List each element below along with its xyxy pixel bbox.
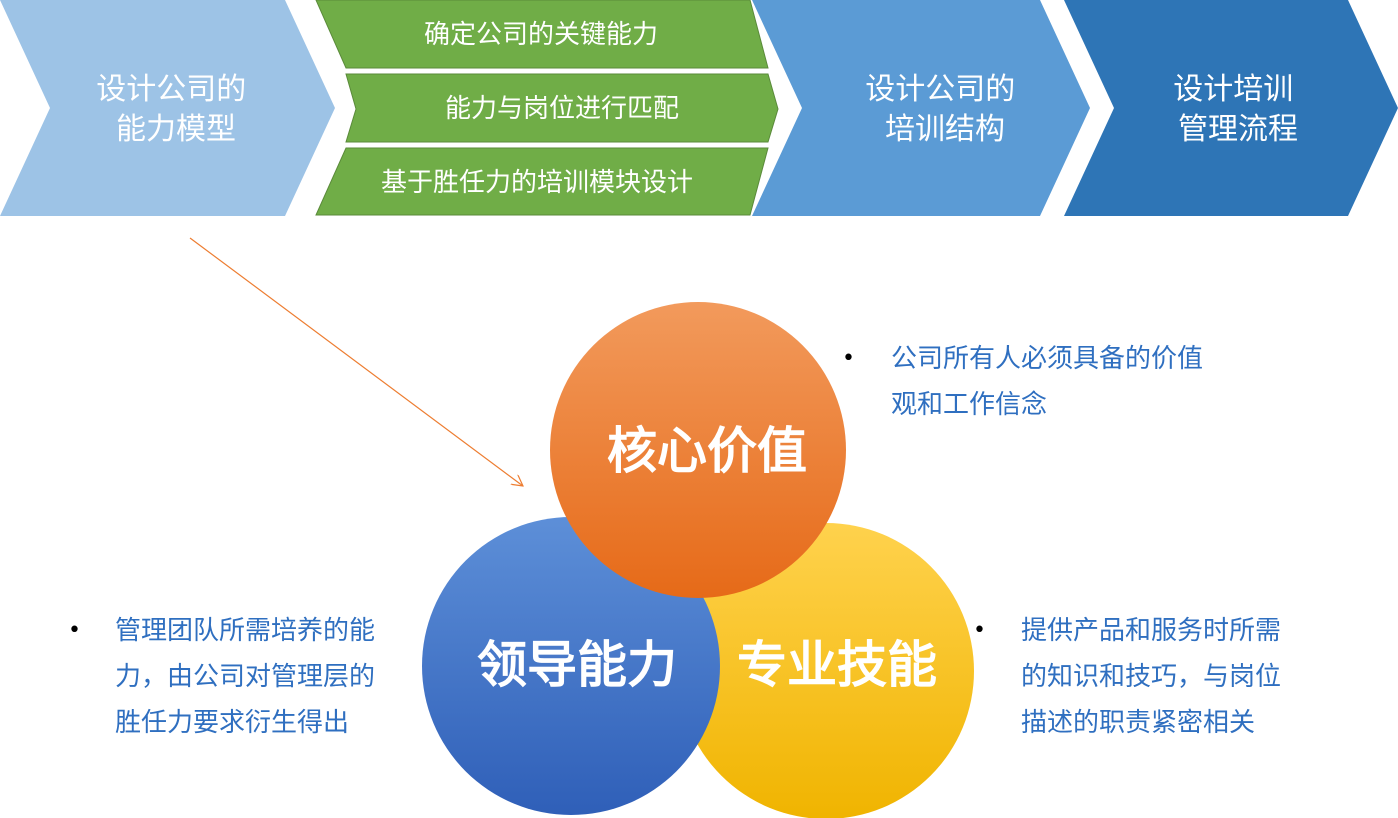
description-line: 提供产品和服务时所需	[1021, 616, 1282, 646]
step-2-label: 设计公司的 培训结构	[865, 72, 1025, 147]
leadership-circle	[422, 517, 720, 815]
sub-step-2-label: 能力与岗位进行匹配	[445, 94, 679, 124]
sub-step-2-shape	[345, 73, 779, 143]
sub-step-1-shape	[315, 0, 769, 69]
description-line: 力，由公司对管理层的	[115, 662, 376, 692]
core-values-bullet: •	[842, 346, 855, 371]
description-line: 管理团队所需培养的能	[115, 616, 376, 646]
step-1-label: 设计公司的 能力模型	[96, 72, 256, 147]
sub-step-3-label: 基于胜任力的培训模块设计	[381, 168, 693, 198]
description-line: 描述的职责紧密相关	[1021, 708, 1256, 738]
professional-skills-description: 提供产品和服务时所需 的知识和技巧，与岗位 描述的职责紧密相关	[1021, 608, 1281, 746]
step-3-label: 设计培训 管理流程	[1173, 72, 1303, 147]
description-line: 的知识和技巧，与岗位	[1021, 662, 1282, 692]
description-line: 胜任力要求衍生得出	[115, 708, 350, 738]
leadership-label: 领导能力	[477, 636, 677, 694]
step-2-chevron	[752, 0, 1090, 216]
description-line: 观和工作信念	[891, 390, 1048, 420]
core-values-circle	[550, 302, 846, 598]
professional-skills-circle	[678, 523, 974, 818]
step-1-chevron	[0, 0, 335, 216]
core-values-description: 公司所有人必须具备的价值 观和工作信念	[891, 336, 1203, 428]
leadership-description: 管理团队所需培养的能 力，由公司对管理层的 胜任力要求衍生得出	[115, 608, 375, 746]
sub-step-3-shape	[315, 147, 769, 216]
description-line: 公司所有人必须具备的价值	[891, 344, 1204, 374]
leadership-bullet: •	[68, 618, 81, 643]
step-3-chevron	[1064, 0, 1398, 216]
professional-skills-label: 专业技能	[737, 636, 937, 694]
connector-arrow	[189, 237, 523, 486]
sub-step-1-label: 确定公司的关键能力	[424, 20, 658, 50]
core-values-label: 核心价值	[607, 422, 807, 480]
professional-skills-bullet: •	[973, 618, 986, 643]
